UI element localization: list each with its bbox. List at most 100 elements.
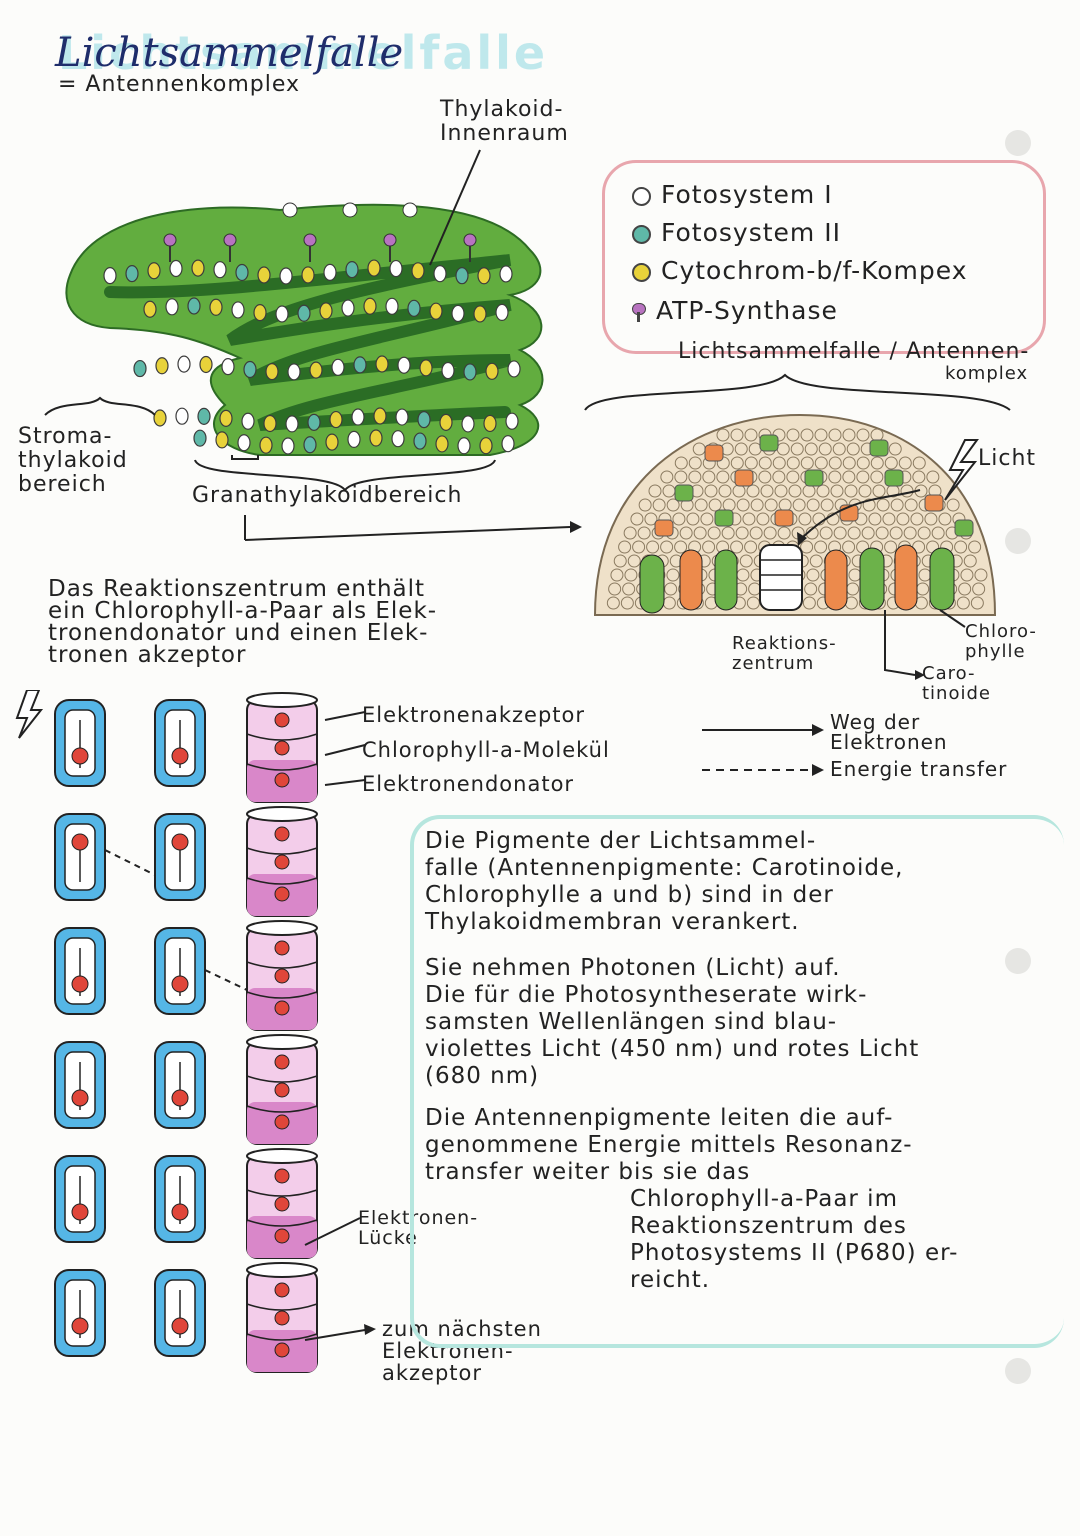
reaction-center-cell-divider bbox=[246, 763, 318, 771]
antenna-pigment bbox=[818, 442, 832, 456]
antenna-pigment bbox=[804, 582, 818, 596]
membrane-protein bbox=[177, 355, 191, 373]
membrane-protein bbox=[231, 301, 245, 319]
lumen-protein bbox=[402, 202, 418, 218]
membrane-protein bbox=[165, 298, 179, 316]
antenna-pigment bbox=[646, 540, 660, 554]
electron-dot bbox=[171, 1089, 189, 1107]
electron-dot bbox=[71, 1203, 89, 1221]
electron-dot bbox=[71, 975, 89, 993]
membrane-protein bbox=[461, 415, 475, 433]
antenna-pigment bbox=[624, 568, 638, 582]
antenna-pigment bbox=[804, 442, 818, 456]
antenna-pigment bbox=[786, 470, 800, 484]
legend-box bbox=[602, 160, 1046, 354]
electron-dot bbox=[274, 712, 290, 728]
antenna-pigment bbox=[630, 512, 644, 526]
membrane-protein bbox=[455, 267, 469, 285]
membrane-protein bbox=[215, 431, 229, 449]
membrane-protein bbox=[507, 360, 521, 378]
antenna-pigment bbox=[875, 526, 889, 540]
reaction-center-cell-top bbox=[246, 692, 318, 708]
membrane-protein bbox=[281, 437, 295, 455]
membrane-protein bbox=[363, 297, 377, 315]
reaction-center-cell-divider bbox=[246, 1333, 318, 1341]
antenna-pigment-block bbox=[759, 434, 779, 452]
membrane-protein bbox=[435, 435, 449, 453]
carotinoide-label: Caro- tinoide bbox=[922, 663, 991, 704]
membrane-protein bbox=[395, 408, 409, 426]
membrane-protein bbox=[479, 437, 493, 455]
grana-brace-arrow bbox=[194, 455, 582, 541]
antenna-pigment bbox=[856, 428, 870, 442]
membrane-protein bbox=[477, 267, 491, 285]
electron-dot bbox=[274, 1310, 290, 1326]
antenna-pigment bbox=[613, 554, 627, 568]
reaction-center-cell-divider bbox=[246, 877, 318, 885]
reaction-center-cell-top bbox=[246, 1034, 318, 1050]
electron-dot bbox=[274, 1168, 290, 1184]
energy-transfer-arrow bbox=[104, 849, 156, 876]
antenna-pigment bbox=[660, 540, 674, 554]
reaction-center-cell-top bbox=[246, 1262, 318, 1278]
antenna-pigment bbox=[786, 456, 800, 470]
antenna-pigment bbox=[833, 526, 847, 540]
membrane-protein bbox=[391, 430, 405, 448]
reaction-center-label: Reaktions- zentrum bbox=[732, 633, 837, 674]
antenna-pigment bbox=[708, 498, 722, 512]
circle-icon bbox=[632, 224, 651, 244]
antenna-pigment bbox=[674, 540, 688, 554]
lightning-icon bbox=[15, 690, 44, 739]
antenna-pigment bbox=[688, 470, 702, 484]
antenna-pigment bbox=[842, 456, 856, 470]
antenna-pigment bbox=[666, 498, 680, 512]
antenna-pigment bbox=[800, 428, 814, 442]
antenna-pigment bbox=[856, 470, 870, 484]
antenna-pigment bbox=[716, 428, 730, 442]
antenna-pigment-block bbox=[804, 469, 824, 487]
reaction-center-cell-divider bbox=[246, 1303, 318, 1311]
membrane-protein bbox=[153, 409, 167, 427]
atp-synthase-head bbox=[303, 233, 317, 247]
antenna-pigment bbox=[638, 498, 652, 512]
membrane-protein bbox=[439, 413, 453, 431]
atp-synthase-head bbox=[163, 233, 177, 247]
binder-hole bbox=[1005, 1358, 1031, 1384]
antenna-pigment bbox=[700, 512, 714, 526]
electron-dot bbox=[171, 747, 189, 765]
membrane-protein bbox=[375, 355, 389, 373]
antenna-pigment bbox=[742, 512, 756, 526]
legend-item-atp-synthase: ATP-Synthase bbox=[632, 296, 838, 325]
electron-dot bbox=[274, 940, 290, 956]
antenna-pigment bbox=[910, 512, 924, 526]
antenna-pigment bbox=[896, 512, 910, 526]
lightning-icon bbox=[944, 439, 979, 501]
antenna-pigment bbox=[870, 470, 884, 484]
electron-dot bbox=[274, 1282, 290, 1298]
membrane-protein-dots bbox=[103, 202, 521, 455]
antenna-pigment bbox=[842, 470, 856, 484]
energy-transfer-label: Energie transfer bbox=[830, 757, 1008, 781]
antenna-pigment bbox=[718, 484, 732, 498]
binder-hole bbox=[1005, 528, 1031, 554]
antenna-pigment bbox=[809, 554, 823, 568]
membrane-protein bbox=[323, 263, 337, 281]
lumen-protein bbox=[282, 202, 298, 218]
antenna-pigment bbox=[870, 456, 884, 470]
membrane-protein bbox=[397, 356, 411, 374]
membrane-protein bbox=[263, 414, 277, 433]
antenna-pigment bbox=[606, 596, 620, 610]
antenna-pigment bbox=[924, 512, 938, 526]
antenna-pigment-block bbox=[869, 439, 889, 457]
antenna-pigment bbox=[861, 526, 875, 540]
stroma-brace bbox=[44, 396, 156, 416]
antenna-pigment bbox=[884, 540, 898, 554]
antenna-pigment bbox=[858, 484, 872, 498]
membrane-protein bbox=[417, 411, 431, 429]
antenna-pigment bbox=[960, 568, 974, 582]
antenna-pigment bbox=[792, 498, 806, 512]
membrane-protein bbox=[235, 263, 249, 282]
membrane-protein bbox=[253, 304, 267, 322]
membrane-protein bbox=[193, 429, 207, 447]
electron-dot bbox=[274, 886, 290, 902]
